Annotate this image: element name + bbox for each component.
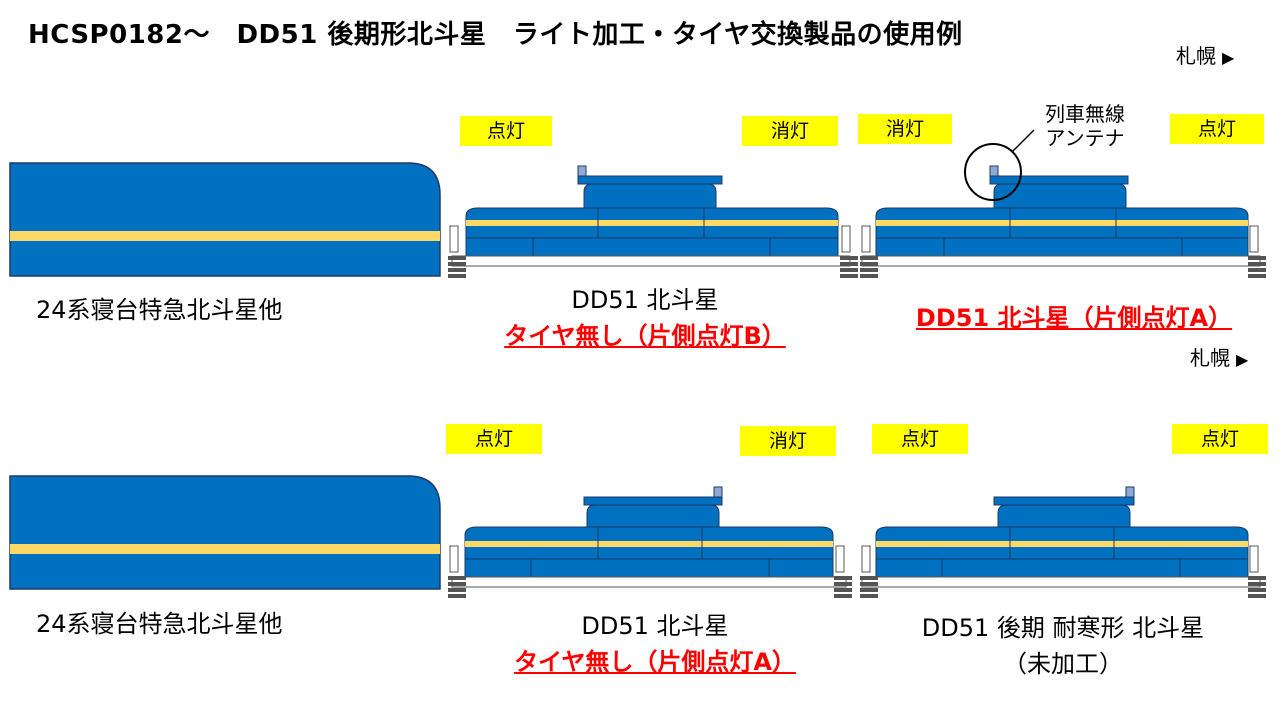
loco-name-row2-orig: DD51 後期 耐寒形 北斗星 — [921, 614, 1205, 642]
light-tag-row1-a-right: 点灯 — [1170, 114, 1264, 144]
direction-label-top: 札幌▶ — [1176, 44, 1235, 68]
loco-name-row2-a: DD51 北斗星 — [581, 612, 729, 640]
page-title: HCSP0182～ DD51 後期形北斗星 ライト加工・タイヤ交換製品の使用例 — [28, 20, 963, 50]
light-tag-row2-orig-right: 点灯 — [1172, 424, 1268, 454]
loco-variant-row2-orig: （未加工） — [1003, 650, 1123, 678]
light-tag-row2-orig-left: 点灯 — [872, 424, 968, 454]
loco-name-row1-b: DD51 北斗星 — [571, 286, 719, 314]
loco-row2-original — [859, 486, 1267, 599]
direction-label-middle: 札幌▶ — [1190, 346, 1249, 370]
light-tag-row1-a-left: 消灯 — [858, 114, 952, 144]
loco-row2-a — [447, 486, 853, 599]
loco-name-row1-a: DD51 北斗星（片側点灯A） — [915, 304, 1233, 332]
light-tag-row1-b-left: 点灯 — [460, 116, 552, 146]
light-tag-row2-a-left: 点灯 — [446, 424, 542, 454]
coach-label-row2: 24系寝台特急北斗星他 — [36, 610, 283, 638]
right-arrow-icon: ▶ — [1222, 48, 1235, 67]
loco-variant-row2-a: タイヤ無し（片側点灯A） — [514, 648, 796, 676]
light-tag-row1-b-right: 消灯 — [742, 116, 838, 146]
coach-row1 — [9, 162, 441, 277]
loco-variant-row1-b: タイヤ無し（片側点灯B） — [504, 322, 786, 350]
antenna-note: 列車無線 アンテナ — [1045, 102, 1125, 150]
loco-row1-b — [447, 165, 859, 279]
coach-label-row1: 24系寝台特急北斗星他 — [36, 296, 283, 324]
loco-row1-a — [859, 129, 1267, 279]
right-arrow-icon: ▶ — [1236, 350, 1249, 369]
coach-row2 — [9, 475, 441, 590]
light-tag-row2-a-right: 消灯 — [740, 426, 836, 456]
